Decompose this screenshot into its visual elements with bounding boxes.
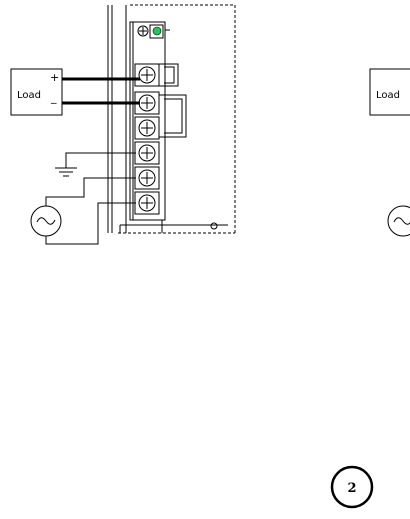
load-box-left: Load + _ xyxy=(10,68,63,116)
ac-input-wires xyxy=(45,177,136,245)
jumper-brackets xyxy=(159,63,187,138)
unit-housing xyxy=(107,4,236,234)
screw-terminal-6-icon xyxy=(134,191,160,215)
screw-terminal-3-icon xyxy=(134,116,160,140)
minus-sign-label: _ xyxy=(50,91,57,104)
ground-symbol-icon xyxy=(55,152,136,177)
load-box-right: Load xyxy=(369,68,410,116)
page-number-badge: 2 xyxy=(330,465,374,509)
screw-terminals xyxy=(134,63,160,215)
load-label-right: Load xyxy=(376,90,400,101)
ac-source-icon xyxy=(30,205,62,237)
led-indicator-box xyxy=(149,24,164,39)
ac-source-right-icon xyxy=(387,205,410,237)
screw-terminal-1-icon xyxy=(134,63,160,87)
screw-terminal-5-icon xyxy=(134,166,160,190)
power-led-icon xyxy=(152,26,162,36)
output-wires xyxy=(62,77,140,105)
page-number-label: 2 xyxy=(347,481,356,496)
screw-terminal-4-icon xyxy=(134,141,160,165)
ground-terminal-icon xyxy=(137,25,149,37)
load-label-left: Load xyxy=(17,90,41,101)
plus-sign-label: + xyxy=(50,71,59,84)
terminal-strip xyxy=(129,21,170,221)
